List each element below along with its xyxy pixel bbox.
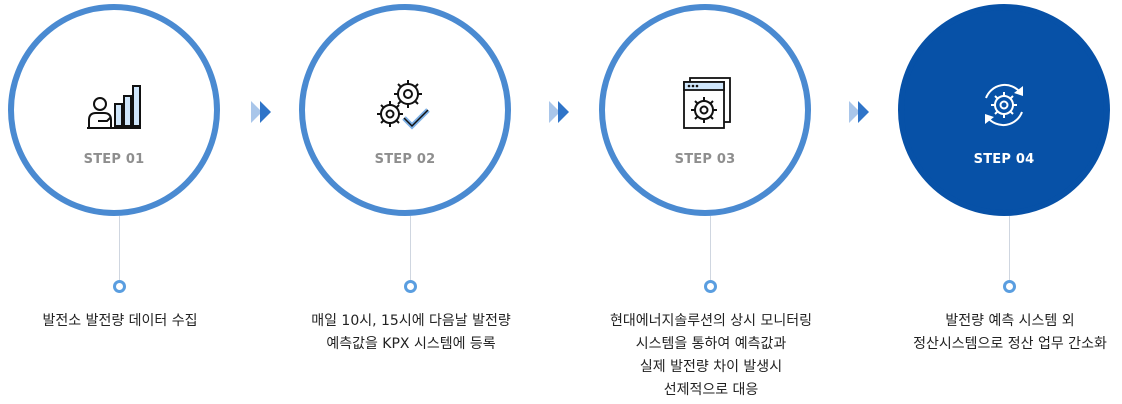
arrow-right-icon <box>849 101 869 123</box>
connector-line <box>710 216 711 280</box>
step-2-label: STEP 02 <box>374 152 436 167</box>
window-gear-icon <box>683 77 731 129</box>
step-1-description: 발전소 발전량 데이터 수집 <box>42 313 198 329</box>
step-4-circle: STEP 04 <box>898 4 1110 216</box>
person-bar-chart-icon <box>87 85 141 129</box>
arrow-right-icon <box>251 101 271 123</box>
connector-line <box>119 216 120 280</box>
step-3-circle: STEP 03 <box>599 4 811 216</box>
connector-dot <box>113 280 126 293</box>
step-2-circle: STEP 02 <box>299 4 511 216</box>
step-1: STEP 01 발전소 발전량 데이터 수집 <box>8 0 232 404</box>
gear-refresh-icon <box>985 83 1023 127</box>
step-1-label: STEP 01 <box>83 152 145 167</box>
connector-line <box>1009 216 1010 280</box>
connector-dot <box>1003 280 1016 293</box>
step-3: STEP 03 현대에너지솔루션의 상시 모니터링 시스템을 통하여 예측값과 … <box>599 0 823 404</box>
step-3-label: STEP 03 <box>674 152 736 167</box>
step-3-description: 현대에너지솔루션의 상시 모니터링 시스템을 통하여 예측값과 실제 발전량 차… <box>609 313 813 398</box>
arrow-right-icon <box>549 101 569 123</box>
step-4-description: 발전량 예측 시스템 외 정산시스템으로 정산 업무 간소화 <box>913 313 1107 352</box>
connector-dot <box>704 280 717 293</box>
step-2-description: 매일 10시, 15시에 다음날 발전량 예측값을 KPX 시스템에 등록 <box>311 313 511 352</box>
gears-checkmark-icon <box>377 80 430 130</box>
connector-dot <box>404 280 417 293</box>
step-2: STEP 02 매일 10시, 15시에 다음날 발전량 예측값을 KPX 시스… <box>299 0 523 404</box>
connector-line <box>410 216 411 280</box>
step-4: STEP 04 발전량 예측 시스템 외 정산시스템으로 정산 업무 간소화 <box>898 0 1122 404</box>
step-1-circle: STEP 01 <box>8 4 220 216</box>
step-4-label: STEP 04 <box>973 152 1035 167</box>
